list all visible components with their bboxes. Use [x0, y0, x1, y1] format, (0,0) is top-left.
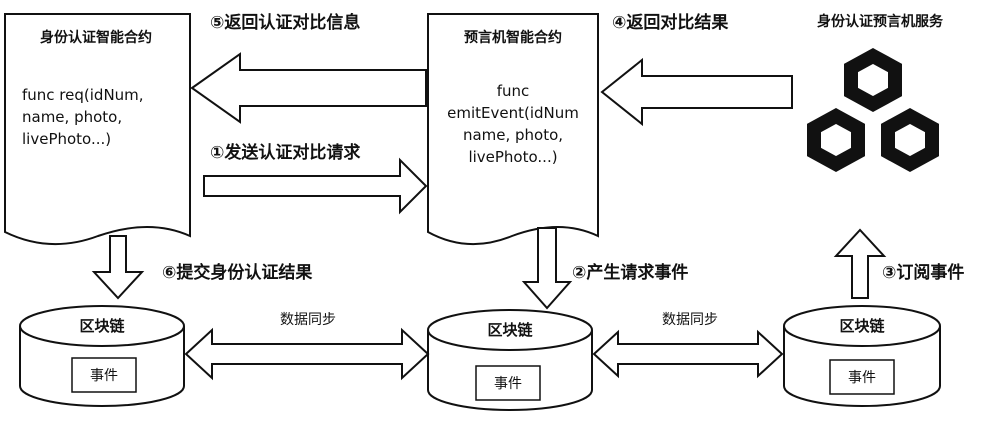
sync-arrow-right: [592, 329, 784, 379]
return-info-arrow: [190, 52, 427, 124]
oracle-contract-code-line: func: [497, 82, 530, 100]
blockchain-cylinder: 区块链 事件: [427, 309, 593, 411]
event-label: 事件: [848, 370, 876, 386]
identity-contract-code-line: name, photo,: [22, 108, 122, 126]
event-label: 事件: [90, 368, 118, 384]
hexagon-cluster-icon: [807, 48, 939, 172]
submit-result-arrow: [91, 235, 145, 300]
step-4-label: ④返回对比结果: [612, 12, 728, 33]
identity-contract-title: 身份认证智能合约: [40, 29, 152, 46]
oracle-contract-code-line: emitEvent(idNum: [447, 104, 579, 122]
event-box: [475, 365, 541, 401]
step-1-label: ①发送认证对比请求: [210, 142, 360, 163]
event-box: [829, 359, 895, 395]
blockchain-label: 区块链: [839, 317, 885, 335]
blockchain-cylinder: 区块链 事件: [19, 305, 185, 407]
blockchain-label: 区块链: [79, 317, 125, 335]
blockchain-cylinder: 区块链 事件: [783, 305, 941, 407]
oracle-contract-document: 预言机智能合约 func emitEvent(idNum name, photo…: [427, 13, 599, 245]
sync-arrow-left: [184, 327, 430, 381]
send-request-arrow: [203, 157, 428, 215]
step-2-label: ②产生请求事件: [572, 262, 688, 283]
blockchain-label: 区块链: [487, 321, 533, 339]
subscribe-event-arrow: [833, 228, 887, 299]
step-6-label: ⑥提交身份认证结果: [162, 262, 312, 283]
event-box: [71, 357, 137, 393]
step-5-label: ⑤返回认证对比信息: [210, 12, 360, 33]
oracle-contract-title: 预言机智能合约: [464, 29, 562, 46]
oracle-contract-code-line: name, photo,: [463, 126, 563, 144]
event-label: 事件: [494, 376, 522, 392]
oracle-contract-code-line: livePhoto...): [468, 148, 557, 166]
return-result-arrow: [600, 57, 793, 127]
sync-label: 数据同步: [662, 312, 718, 328]
oracle-service-title: 身份认证预言机服务: [817, 13, 944, 30]
identity-contract-code-line: func req(idNum,: [22, 86, 144, 104]
identity-contract-document: 身份认证智能合约 func req(idNum, name, photo, li…: [4, 13, 191, 245]
identity-contract-code-line: livePhoto...): [22, 130, 111, 148]
step-3-label: ③订阅事件: [882, 262, 964, 283]
emit-event-arrow: [521, 227, 573, 310]
sync-label: 数据同步: [280, 312, 336, 328]
